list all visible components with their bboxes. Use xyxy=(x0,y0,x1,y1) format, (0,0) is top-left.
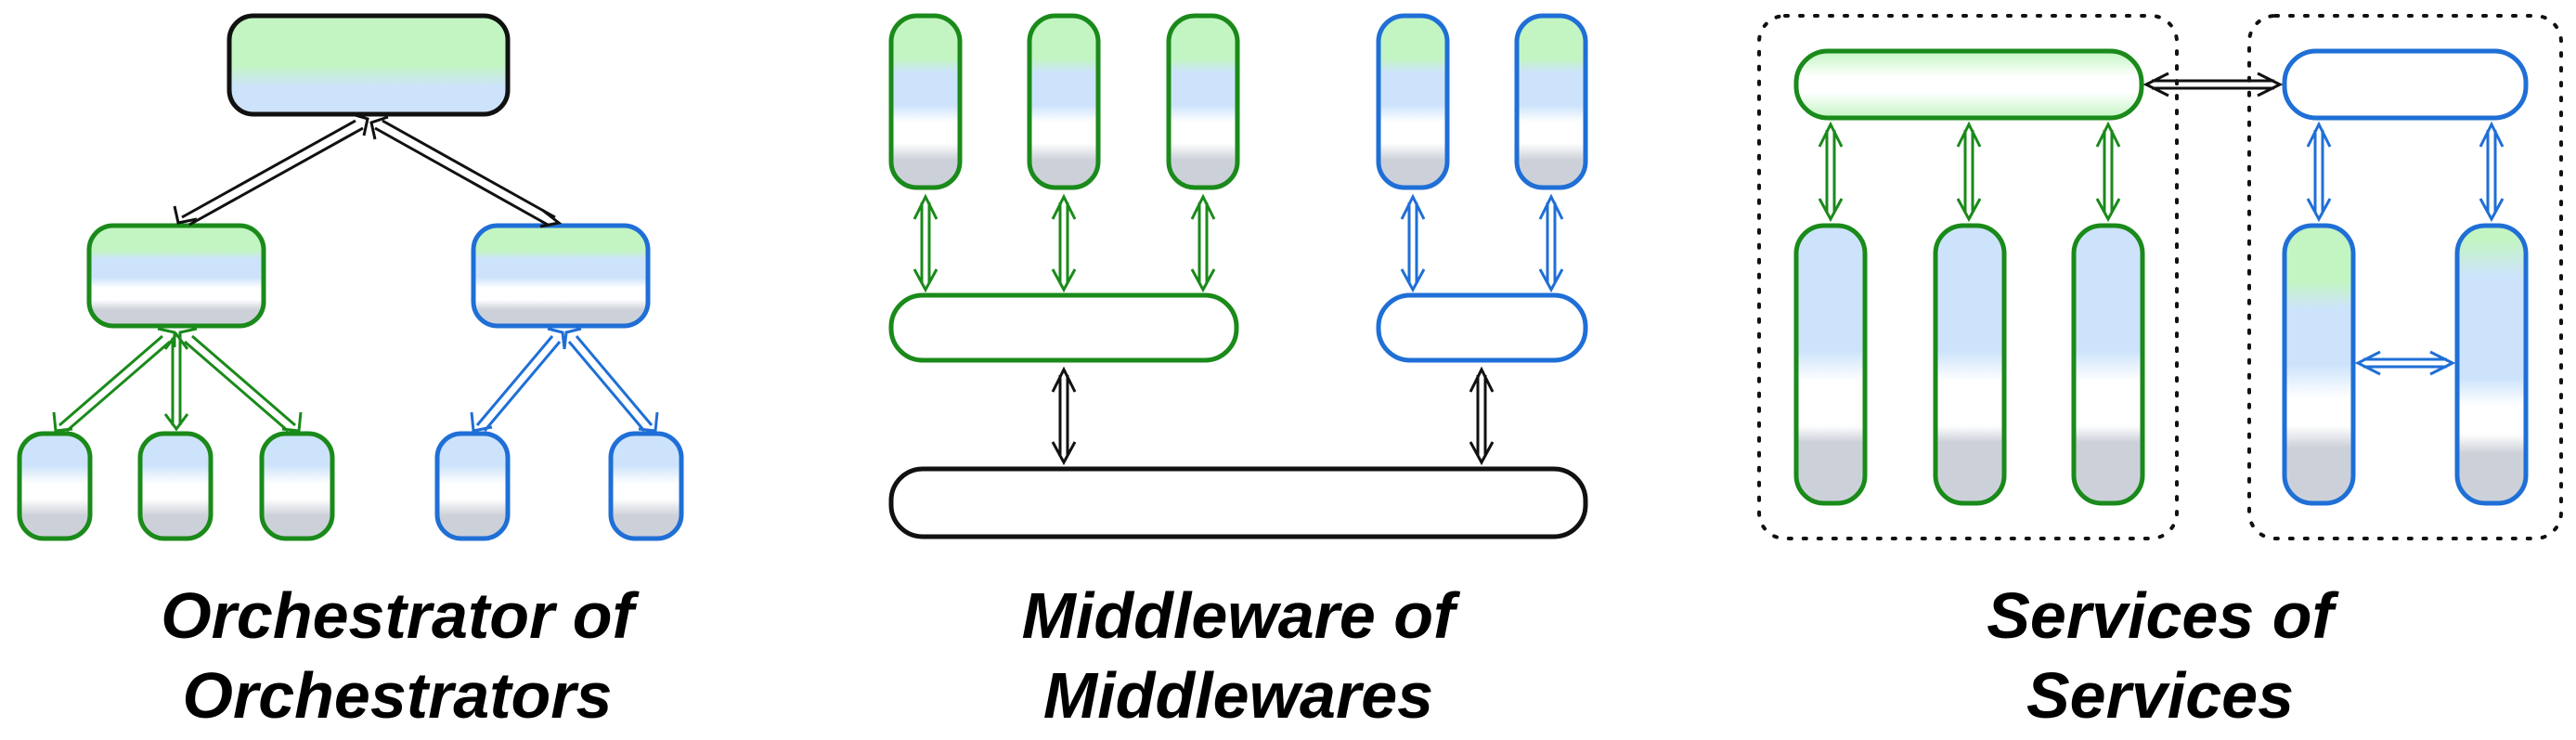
caption-orchestrator-line2: Orchestrators xyxy=(182,659,613,732)
blue-orchestrator-node xyxy=(471,223,651,329)
shared-middleware-bar xyxy=(888,466,1588,539)
arrow-bus-to-bus xyxy=(2142,71,2284,97)
panel-middleware xyxy=(888,13,1588,539)
green-leaf-node-1 xyxy=(17,431,93,541)
green-service-2 xyxy=(1933,223,2007,506)
root-orchestrator-node xyxy=(227,13,511,117)
blue-leaf-node-1 xyxy=(434,431,511,541)
caption-middleware-line1: Middleware of xyxy=(1021,579,1456,652)
green-service-1 xyxy=(1793,223,1868,506)
panel-orchestrator xyxy=(17,13,684,541)
green-middleware-bar xyxy=(888,292,1239,363)
caption-services: Services of Services xyxy=(1742,576,2576,735)
green-leaf-node-3 xyxy=(259,431,335,541)
arrows-green-columns-to-bar xyxy=(913,193,1216,293)
blue-service-1 xyxy=(2282,223,2356,506)
green-app-column-1 xyxy=(888,13,963,190)
caption-middleware: Middleware of Middlewares xyxy=(821,576,1656,735)
green-leaf-node-2 xyxy=(137,431,214,541)
green-service-3 xyxy=(2071,223,2145,506)
arrows-blue-to-leaves xyxy=(470,327,659,433)
green-app-column-2 xyxy=(1027,13,1101,190)
arrow-root-to-blue xyxy=(369,115,563,228)
arrows-green-bus-to-services xyxy=(1818,121,2121,223)
panel-services xyxy=(1757,14,2563,540)
blue-service-group-border xyxy=(2247,14,2563,540)
arrow-blue-service-to-service xyxy=(2354,350,2456,376)
caption-middleware-line2: Middlewares xyxy=(1042,659,1434,732)
green-service-group-border xyxy=(1757,14,2179,540)
blue-leaf-node-2 xyxy=(608,431,684,541)
arrows-blue-bus-to-services xyxy=(2306,121,2505,223)
arrows-bars-to-shared xyxy=(1051,366,1495,466)
green-orchestrator-node xyxy=(86,223,266,329)
blue-service-2 xyxy=(2454,223,2529,506)
blue-app-column-1 xyxy=(1376,13,1450,190)
arrows-blue-columns-to-bar xyxy=(1400,193,1564,293)
caption-orchestrator-line1: Orchestrator of xyxy=(161,579,634,652)
blue-middleware-bar xyxy=(1376,292,1588,363)
blue-app-column-2 xyxy=(1514,13,1588,190)
green-service-bus xyxy=(1793,48,2144,121)
caption-orchestrator: Orchestrator of Orchestrators xyxy=(0,576,815,735)
caption-services-line1: Services of xyxy=(1987,579,2334,652)
caption-services-line2: Services xyxy=(2026,659,2295,732)
blue-service-bus xyxy=(2282,48,2529,121)
arrows-green-to-leaves xyxy=(52,327,303,433)
arrow-root-to-green xyxy=(173,111,369,227)
green-app-column-3 xyxy=(1166,13,1240,190)
